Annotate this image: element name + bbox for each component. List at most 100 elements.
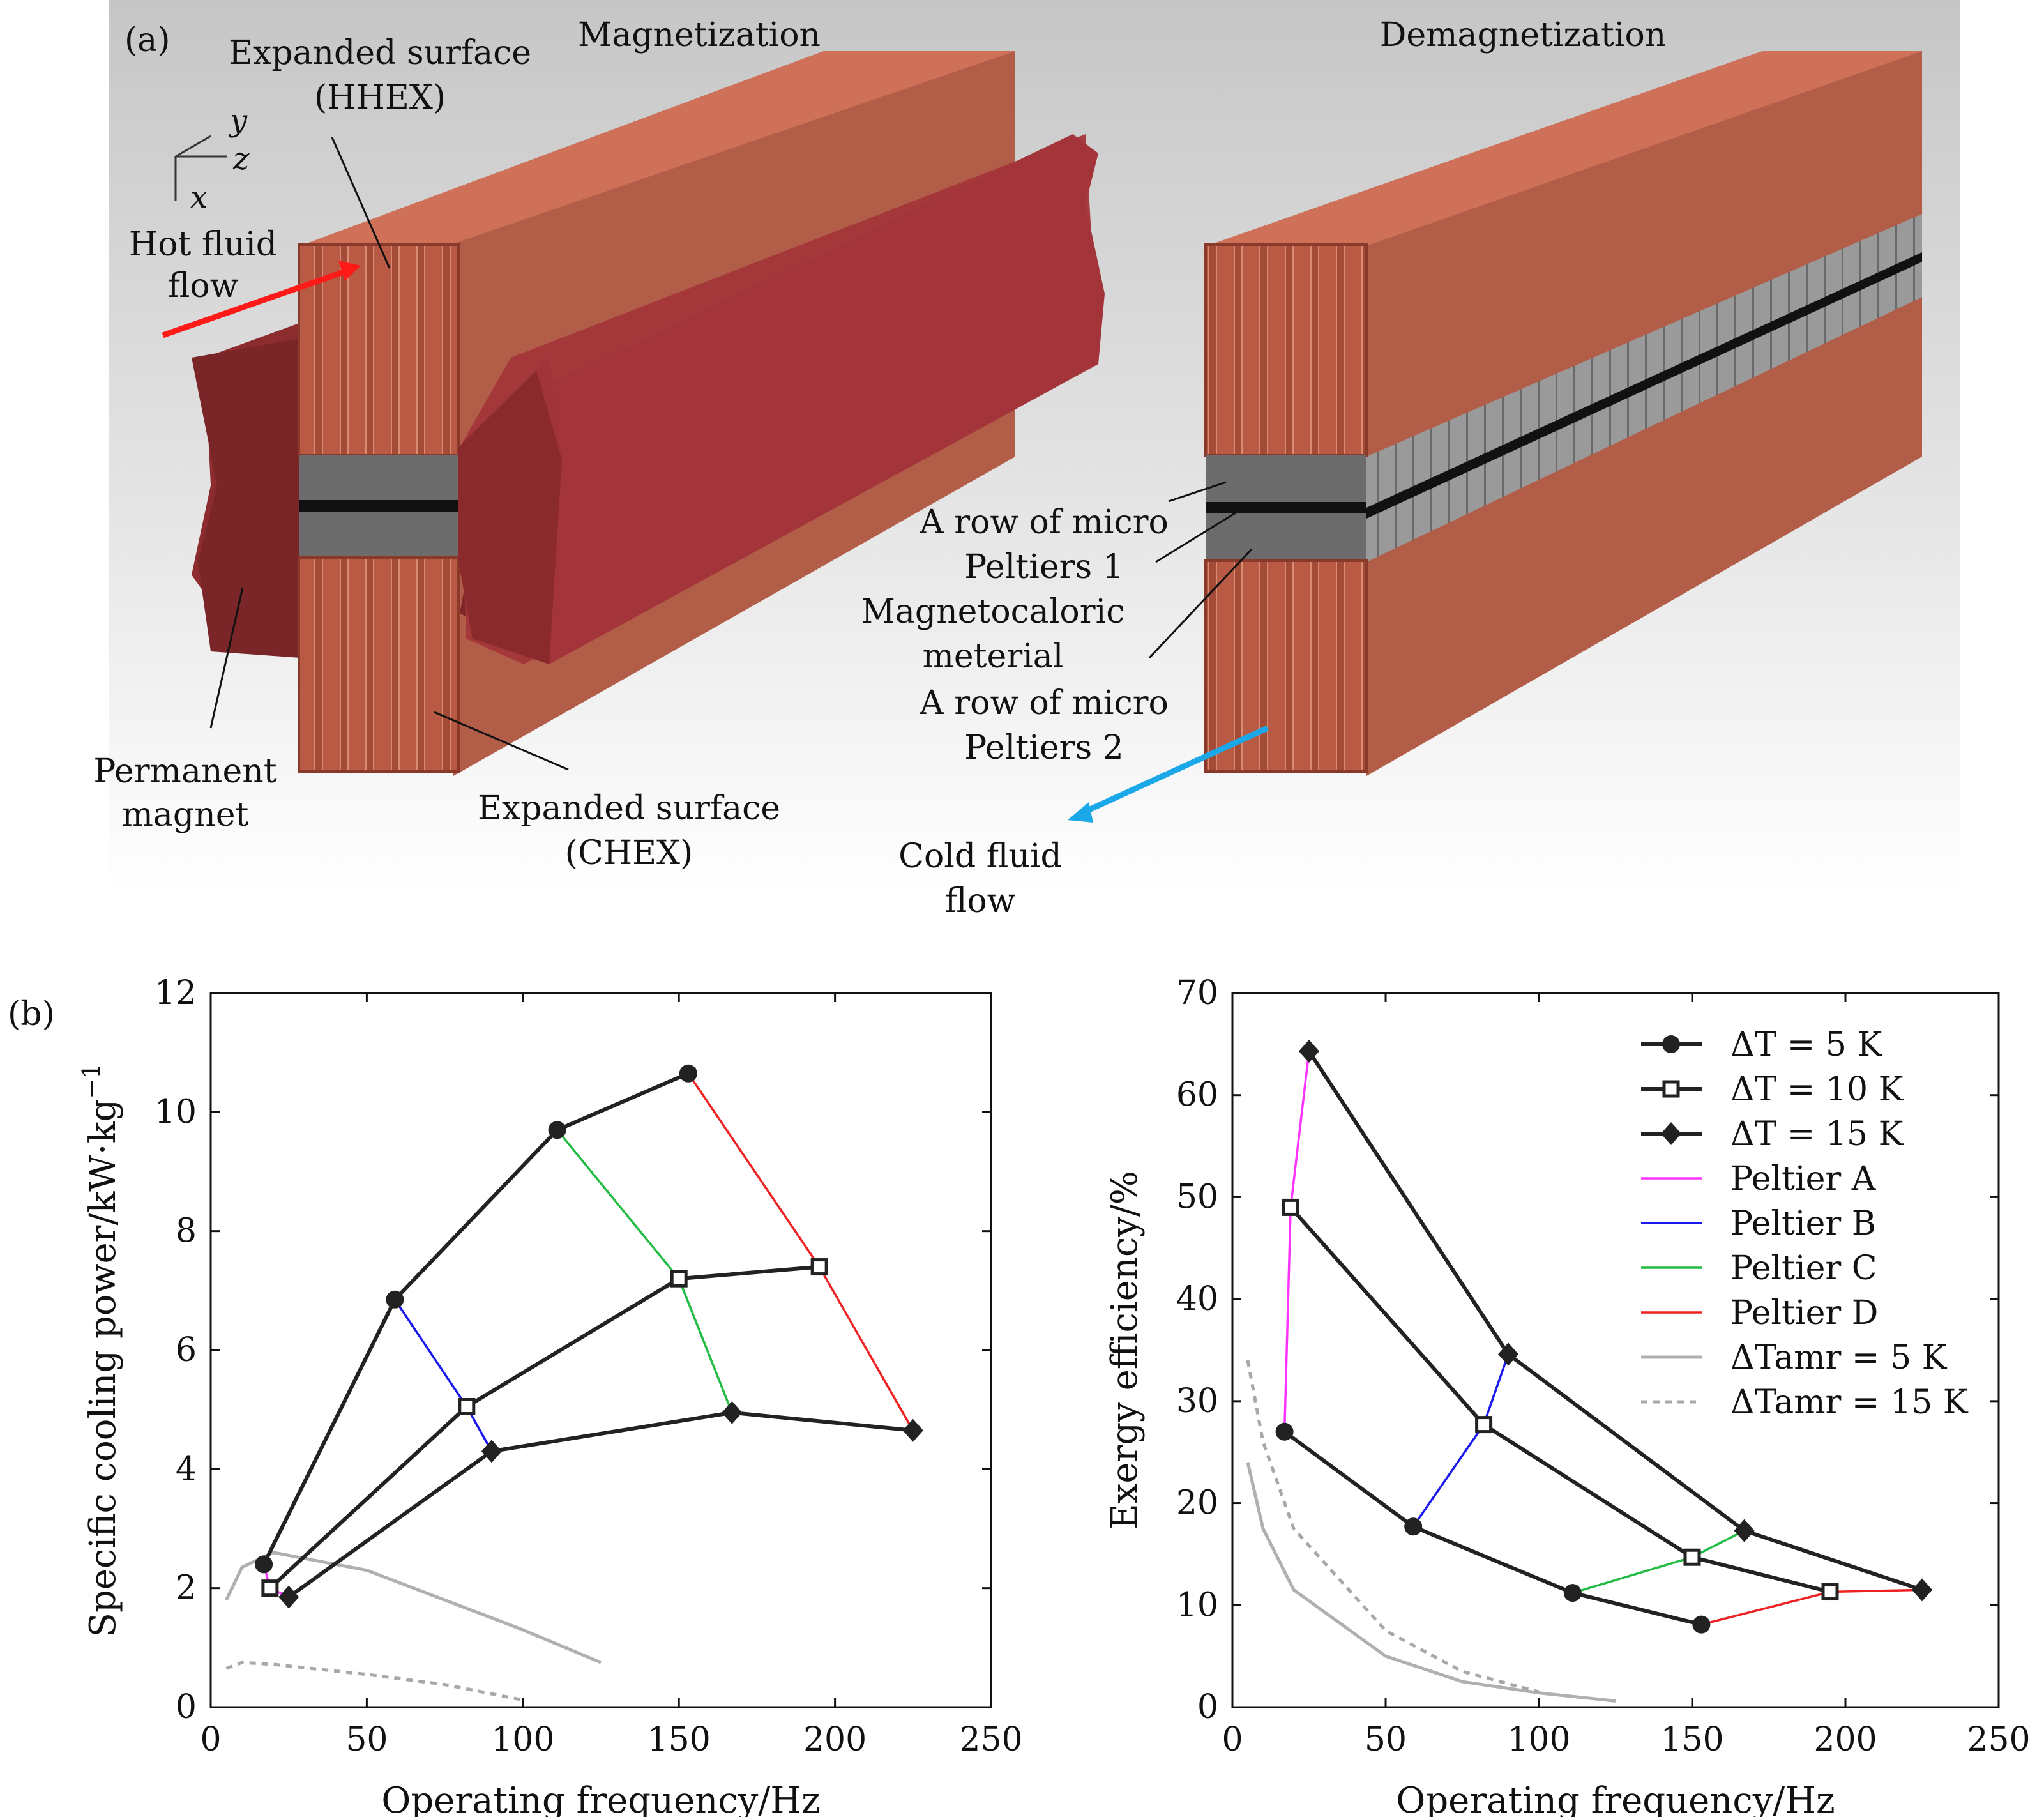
chart0-series-line-peltier-d <box>687 1072 914 1431</box>
chart1-legend-label-t-10-k: ΔT = 10 K <box>1730 1070 1904 1109</box>
magnetization-title: Magnetization <box>578 16 821 54</box>
hhex-face <box>298 243 460 457</box>
chart1-series-line-peltier-a <box>1283 1051 1310 1432</box>
chart1-point-t-10-k-3 <box>1821 1583 1839 1601</box>
chart0-y-tick-label-2: 2 <box>176 1569 197 1608</box>
coordinate-axes <box>174 135 227 201</box>
chart1-legend-label-tamr-5-k: ΔTamr = 5 K <box>1730 1339 1948 1377</box>
chart1-x-tick-label-0: 0 <box>1222 1721 1243 1759</box>
chart1-point-t-5-k-0 <box>1275 1422 1294 1441</box>
peltiers2-label-line2: Peltiers 2 <box>964 729 1124 767</box>
leader-lines <box>209 137 1253 771</box>
chart1-legend-label-peltier-b: Peltier B <box>1730 1205 1876 1243</box>
chart0-point-t-10-k-3 <box>810 1258 828 1276</box>
chart0-y-tick-label-0: 0 <box>176 1688 197 1726</box>
right-peltier-face <box>1206 502 1366 513</box>
chart0-x-tick-label-50: 50 <box>345 1721 388 1759</box>
chart0-point-t-10-k-1 <box>458 1398 476 1416</box>
chart0-point-t-5-k-3 <box>679 1064 697 1083</box>
chart0-x-tick-label-0: 0 <box>200 1721 221 1759</box>
chart1-y-tick-label-20: 20 <box>1176 1484 1218 1523</box>
chart1-point-t-15-k-3 <box>1912 1578 1932 1602</box>
hhex-label-line1: Expanded surface <box>229 34 531 72</box>
chex-label-line1: Expanded surface <box>478 789 780 828</box>
axis-y-label: y <box>229 103 248 139</box>
chart1-legend-marker-t-10-k <box>1662 1080 1680 1098</box>
cold-flow-label-line1: Cold fluid <box>898 837 1062 876</box>
peltiers2-label-line1: A row of micro <box>919 684 1169 722</box>
chart0-y-tick-label-4: 4 <box>176 1450 197 1488</box>
chart0-series-line-t-5-k <box>262 1072 690 1565</box>
chart0-y-axis-label-superscript: −1 <box>77 1063 105 1099</box>
right-hhex-face <box>1204 243 1368 457</box>
magnet-label-line2: magnet <box>122 796 249 834</box>
chart0-y-axis-label: Specific cooling power/kW·kg−1 <box>77 1063 124 1638</box>
chart0-point-t-15-k-3 <box>902 1418 923 1442</box>
chart0-plot-frame <box>209 992 992 1708</box>
chex-label-line2: (CHEX) <box>565 834 693 872</box>
chart1-x-tick-label-150: 150 <box>1660 1721 1723 1759</box>
chart0-point-t-15-k-2 <box>722 1401 743 1424</box>
axis-x-label: x <box>190 179 208 215</box>
chart0-series-line-tamr-15-k <box>225 1661 524 1702</box>
chart1-legend-label-t-15-k: ΔT = 15 K <box>1730 1115 1904 1153</box>
mcm-label-line2: meterial <box>923 637 1064 676</box>
hot-flow-label-line2: flow <box>168 267 239 305</box>
chart0-y-tick-label-8: 8 <box>176 1212 197 1251</box>
demagnetization-title: Demagnetization <box>1380 16 1667 54</box>
chart1-legend-marker-t-15-k <box>1661 1122 1681 1145</box>
chart0-point-t-5-k-0 <box>255 1555 273 1574</box>
chart1-x-tick-label-200: 200 <box>1813 1721 1877 1759</box>
chart1-y-tick-label-30: 30 <box>1176 1382 1218 1420</box>
hot-flow-label-line1: Hot fluid <box>129 225 277 264</box>
chart1-plot-frame <box>1231 992 2000 1708</box>
chart1-series-line-peltier-d <box>1700 1588 1923 1626</box>
chart0-x-tick-label-250: 250 <box>959 1721 1022 1759</box>
right-block-top <box>1207 51 1922 246</box>
chart1-point-t-5-k-1 <box>1404 1517 1423 1536</box>
chart1-point-t-10-k-0 <box>1282 1198 1299 1216</box>
chart1-legend-label-peltier-d: Peltier D <box>1730 1294 1878 1332</box>
chart0-point-t-10-k-0 <box>261 1579 279 1597</box>
chart0-point-t-5-k-1 <box>386 1290 404 1309</box>
chart0-x-tick-label-100: 100 <box>491 1721 554 1759</box>
axis-z-label: z <box>232 141 250 177</box>
cold-flow-arrow <box>1078 725 1269 817</box>
chart1-point-t-10-k-1 <box>1475 1416 1493 1434</box>
mcm-label-line1: Magnetocaloric <box>861 593 1125 631</box>
chart1-point-t-15-k-2 <box>1734 1519 1755 1542</box>
chart0-point-t-15-k-1 <box>481 1440 502 1463</box>
chart0-y-tick-label-10: 10 <box>155 1093 197 1131</box>
chart1-x-tick-label-100: 100 <box>1507 1721 1570 1759</box>
chart0-y-tick-label-6: 6 <box>176 1331 197 1369</box>
chart1-legend-label-tamr-15-k: ΔTamr = 15 K <box>1730 1383 1969 1422</box>
chart0-point-t-15-k-0 <box>278 1585 299 1609</box>
panel-b-label: (b) <box>8 995 55 1033</box>
chart1-y-axis-label: Exergy efficiency/% <box>1104 1171 1146 1530</box>
chart1-point-t-10-k-2 <box>1683 1548 1701 1566</box>
chart1-y-tick-label-50: 50 <box>1176 1178 1218 1216</box>
chart0-series-line-t-10-k <box>268 1265 820 1590</box>
chart1-series-line-t-5-k <box>1283 1430 1702 1627</box>
chart0-series-line-peltier-c <box>556 1129 733 1413</box>
magnet-label-line1: Permanent <box>93 752 276 791</box>
chart1-series-line-tamr-15-k <box>1246 1360 1540 1694</box>
chart1-legend-label-peltier-c: Peltier C <box>1730 1249 1877 1288</box>
chex-face <box>298 556 460 773</box>
chart1-series-line-t-10-k <box>1289 1206 1831 1594</box>
chart0-y-tick-label-12: 12 <box>155 974 197 1012</box>
hhex-label-line2: (HHEX) <box>314 79 446 117</box>
peltiers1-label-line1: A row of micro <box>919 503 1169 542</box>
chart1-x-tick-label-50: 50 <box>1365 1721 1407 1759</box>
chart0-series-line-tamr-5-k <box>225 1551 602 1664</box>
chart0-series-line-t-15-k <box>287 1410 914 1599</box>
chart1-point-t-5-k-2 <box>1563 1584 1582 1602</box>
panel-a-label: (a) <box>125 21 170 59</box>
chart0-x-tick-label-150: 150 <box>647 1721 711 1759</box>
chart0-point-t-10-k-2 <box>670 1270 688 1288</box>
magnet-middle-face <box>458 370 562 664</box>
chart0-point-t-5-k-2 <box>548 1121 566 1139</box>
chart1-series-line-tamr-5-k <box>1246 1462 1616 1703</box>
